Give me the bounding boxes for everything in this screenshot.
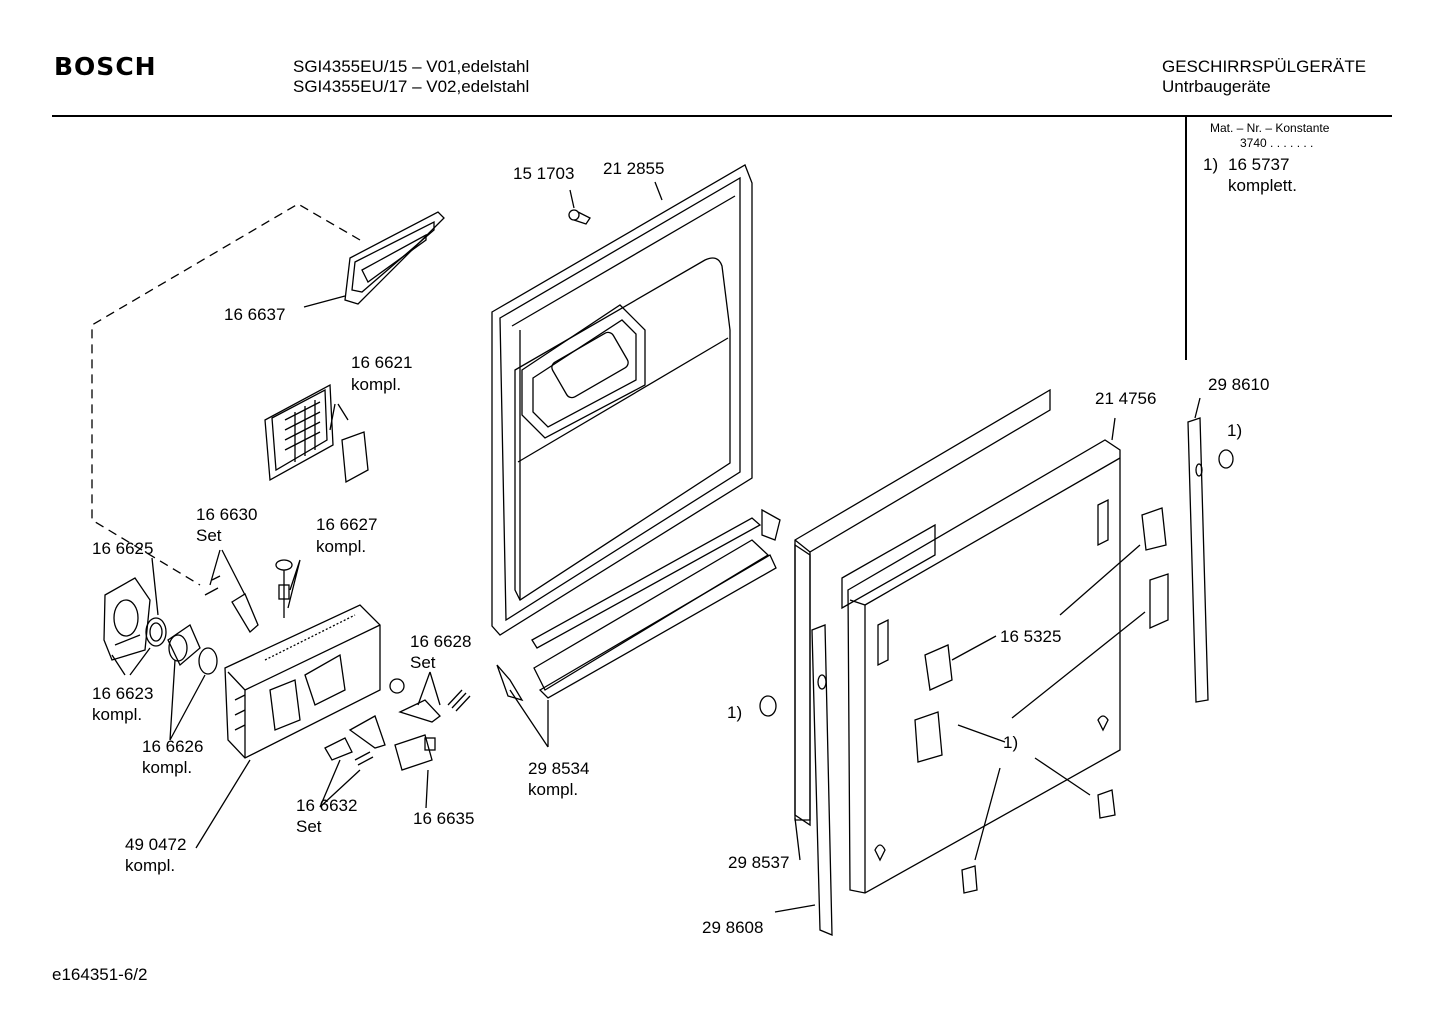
part-label-165325: 16 5325 — [1000, 627, 1062, 646]
leader-lines — [111, 181, 1201, 913]
bottom-clip-2 — [961, 865, 978, 894]
door-bracket-far — [1149, 573, 1169, 630]
ring-part — [145, 617, 167, 647]
part-suffix-166626: kompl. — [142, 758, 193, 777]
door-latch — [924, 644, 953, 691]
part-suffix-166627: kompl. — [316, 537, 367, 556]
part-label-298537: 29 8537 — [728, 853, 790, 872]
part-label-214756: 21 4756 — [1095, 389, 1157, 408]
info-box-note-marker: 1) — [1203, 155, 1219, 174]
part-label-490472: 49 0472 — [125, 835, 187, 854]
valve-pin — [275, 559, 293, 618]
document-id: e164351-6/2 — [52, 965, 148, 984]
grille-part — [264, 383, 369, 484]
door-rail — [531, 517, 777, 699]
part-label-166632: 16 6632 — [296, 796, 358, 815]
model-line-1: SGI4355EU/15 – V01,edelstahl — [293, 57, 530, 76]
switch-part — [394, 734, 436, 771]
part-label-298608: 29 8608 — [702, 918, 764, 937]
screw-part — [568, 209, 591, 225]
lever-part — [231, 593, 259, 634]
handle-cover — [103, 577, 151, 661]
outer-door-panel — [794, 388, 1121, 894]
part-label-166625: 16 6625 — [92, 539, 154, 558]
o-ring — [198, 647, 218, 675]
part-label-166621: 16 6621 — [351, 353, 413, 372]
part-label-166627: 16 6627 — [316, 515, 378, 534]
dashed-guide — [91, 203, 361, 586]
part-suffix-166621: kompl. — [351, 375, 402, 394]
knob-part — [167, 624, 201, 667]
door-catch — [914, 711, 943, 763]
spring-clip — [204, 575, 221, 596]
note-marker-left: 1) — [727, 703, 743, 722]
part-label-298610: 29 8610 — [1208, 375, 1270, 394]
bottom-clip — [1097, 789, 1116, 819]
latch-part — [398, 699, 441, 723]
category-title: GESCHIRRSPÜLGERÄTE — [1162, 57, 1367, 76]
info-box-title: Mat. – Nr. – Konstante — [1210, 121, 1330, 135]
part-suffix-166623: kompl. — [92, 705, 143, 724]
brand-logo: BOSCH — [54, 52, 157, 81]
cap-part — [759, 695, 777, 717]
part-label-166628: 16 6628 — [410, 632, 472, 651]
part-label-212855: 21 2855 — [603, 159, 665, 178]
model-line-2: SGI4355EU/17 – V02,edelstahl — [293, 77, 530, 96]
part-suffix-298534: kompl. — [528, 780, 579, 799]
part-label-166635: 16 6635 — [413, 809, 475, 828]
info-box-note-part: 16 5737 — [1228, 155, 1290, 174]
part-suffix-166628: Set — [410, 653, 436, 672]
side-strip-298537 — [794, 543, 811, 827]
door-bracket-right — [1141, 507, 1167, 551]
part-label-166626: 16 6626 — [142, 737, 204, 756]
spring-part — [447, 689, 471, 712]
hinge-left — [496, 664, 524, 702]
dispenser-window — [521, 304, 646, 439]
part-label-166637: 16 6637 — [224, 305, 286, 324]
part-label-166630: 16 6630 — [196, 505, 258, 524]
subcategory-title: Untrbaugeräte — [1162, 77, 1271, 96]
note-marker-right: 1) — [1227, 421, 1243, 440]
cap-part-right — [1218, 449, 1234, 469]
side-strip-298608 — [811, 624, 833, 936]
part-label-298534: 29 8534 — [528, 759, 590, 778]
clip-part — [324, 737, 353, 761]
hinge-right — [761, 508, 781, 541]
part-suffix-166632: Set — [296, 817, 322, 836]
part-suffix-490472: kompl. — [125, 856, 176, 875]
info-box-constant: 3740 . . . . . . . — [1240, 136, 1314, 150]
inner-door-panel — [491, 164, 753, 636]
dispenser-housing — [224, 604, 381, 759]
info-box-note-text: komplett. — [1228, 176, 1297, 195]
part-label-166623: 16 6623 — [92, 684, 154, 703]
part-suffix-166630: Set — [196, 526, 222, 545]
mounting-hook — [874, 844, 886, 862]
side-strip-298610 — [1187, 417, 1209, 703]
note-marker-center: 1) — [1003, 733, 1019, 752]
ball-part — [389, 678, 405, 694]
part-label-151703: 15 1703 — [513, 164, 575, 183]
seal-frame — [344, 211, 445, 305]
